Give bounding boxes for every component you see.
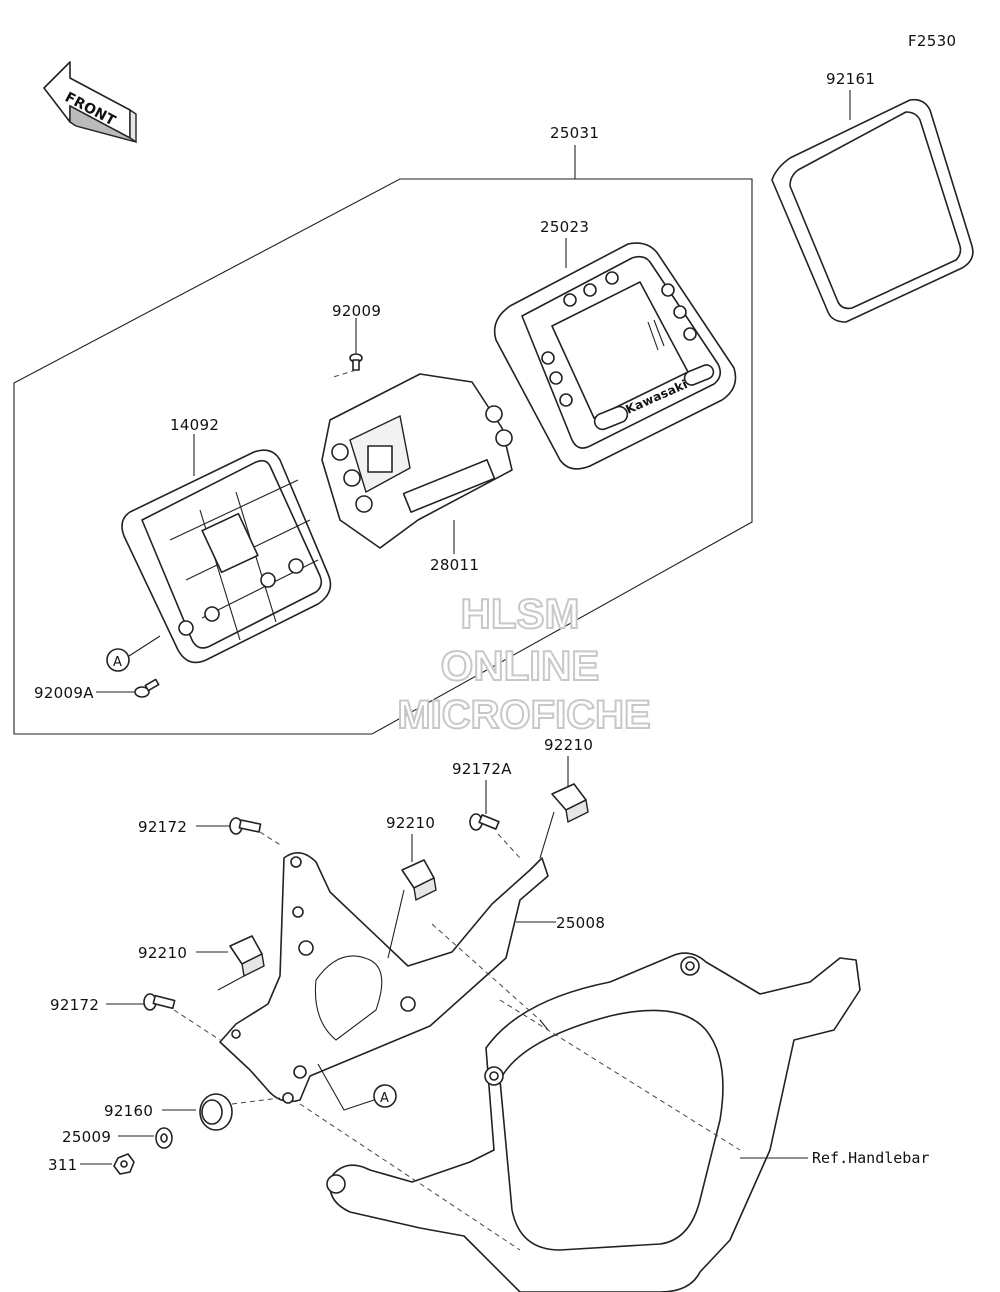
watermark-line-2: ONLINE xyxy=(441,642,600,689)
nut-311: 311 xyxy=(48,1153,135,1175)
label-92210-top: 92210 xyxy=(544,736,593,754)
screw-92009: 92009 xyxy=(329,302,381,379)
label-92210-left: 92210 xyxy=(138,944,187,962)
label-92161: 92161 xyxy=(826,70,875,88)
watermark-line-3: MICROFICHE xyxy=(397,693,650,737)
label-92160: 92160 xyxy=(104,1102,153,1120)
label-25009: 25009 xyxy=(62,1128,111,1146)
meter-cover-25023: Kawasaki 25023 xyxy=(493,218,737,470)
handlebar-cover: Ref.Handlebar xyxy=(299,923,929,1292)
front-arrow-icon: FRONT xyxy=(43,61,137,144)
bezel-92161: 92161 xyxy=(771,70,974,323)
meter-unit-28011: 28011 xyxy=(321,373,513,574)
callout-a-lower-text: A xyxy=(380,1091,389,1106)
assembly-25031-box xyxy=(13,178,753,735)
label-92009: 92009 xyxy=(332,302,381,320)
bracket-25008: 25008 xyxy=(219,852,605,1104)
bolt-92172-top: 92172 xyxy=(138,817,283,847)
bolt-92172a: 92172A xyxy=(452,760,521,859)
watermark: HLSM ONLINE MICROFICHE xyxy=(396,589,651,738)
label-92009a: 92009A xyxy=(34,684,94,702)
washer-25009: 25009 xyxy=(62,1127,173,1149)
label-92172-top: 92172 xyxy=(138,818,187,836)
label-25031: 25031 xyxy=(550,124,599,142)
bolt-92172-left: 92172 xyxy=(50,993,221,1041)
callout-a-upper xyxy=(106,648,130,672)
meter-case-14092: 14092 xyxy=(121,416,332,664)
callout-a-lower xyxy=(373,1084,397,1108)
label-311: 311 xyxy=(48,1156,78,1174)
callout-a-upper-text: A xyxy=(113,655,122,670)
figure-code: F2530 xyxy=(908,32,956,50)
label-92172-left: 92172 xyxy=(50,996,99,1014)
label-25023: 25023 xyxy=(540,218,589,236)
grommet-92160: 92160 xyxy=(104,1093,281,1131)
label-ref-handlebar: Ref.Handlebar xyxy=(812,1149,929,1167)
label-14092: 14092 xyxy=(170,416,219,434)
label-92172a: 92172A xyxy=(452,760,512,778)
label-28011: 28011 xyxy=(430,556,479,574)
watermark-line-1: HLSM xyxy=(461,590,580,637)
clip-92210-top: 92210 xyxy=(539,736,593,859)
screw-92009a: 92009A xyxy=(34,678,160,702)
label-25008: 25008 xyxy=(556,914,605,932)
clip-92210-left: 92210 xyxy=(138,935,265,991)
label-92210-mid: 92210 xyxy=(386,814,435,832)
clip-92210-mid: 92210 xyxy=(386,814,437,959)
